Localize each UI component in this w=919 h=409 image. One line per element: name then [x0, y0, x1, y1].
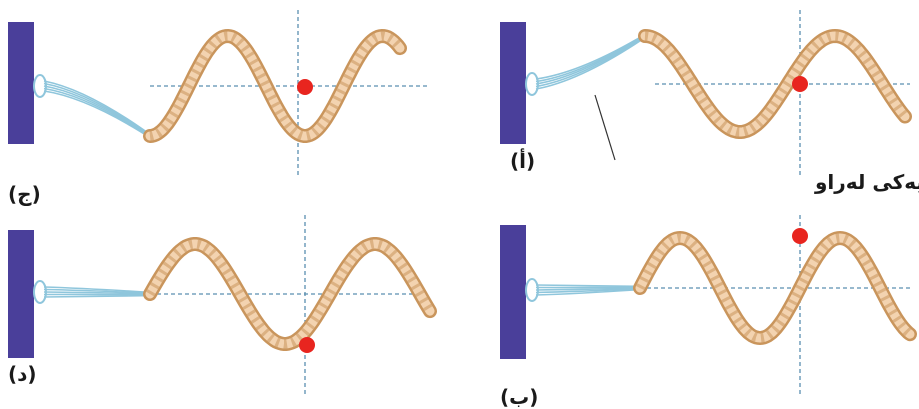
wall — [8, 22, 34, 144]
rod-strand — [44, 296, 150, 297]
marked-point — [297, 79, 313, 95]
panel-a: (أ) راستەیەکی لەراو — [500, 10, 919, 194]
panel-label-c: (ج) — [8, 182, 41, 206]
rod-annotation: راستەیەکی لەراو — [814, 170, 919, 194]
annotation-pointer — [595, 95, 615, 160]
vibrating-rod — [526, 279, 640, 301]
rod-strand — [536, 35, 645, 81]
wall — [500, 22, 526, 144]
marked-point — [792, 76, 808, 92]
panel-label-b: (ب) — [500, 385, 538, 409]
rod-strand — [44, 91, 150, 138]
wall — [8, 230, 34, 358]
panel-b: (ب) — [500, 215, 910, 409]
panel-label-d: (د) — [8, 362, 37, 386]
marked-point — [299, 337, 315, 353]
vibrating-rod — [34, 281, 150, 303]
rod-strand — [536, 285, 640, 286]
panel-label-a: (أ) — [510, 147, 535, 173]
marked-point — [792, 228, 808, 244]
wall — [500, 225, 526, 359]
vibrating-rod — [34, 75, 150, 138]
rod-strand — [44, 89, 150, 137]
panel-c: (ج) — [8, 10, 430, 206]
rod-strand — [536, 34, 645, 79]
vibrating-rod — [526, 34, 645, 95]
panel-d: (د) — [8, 215, 430, 395]
